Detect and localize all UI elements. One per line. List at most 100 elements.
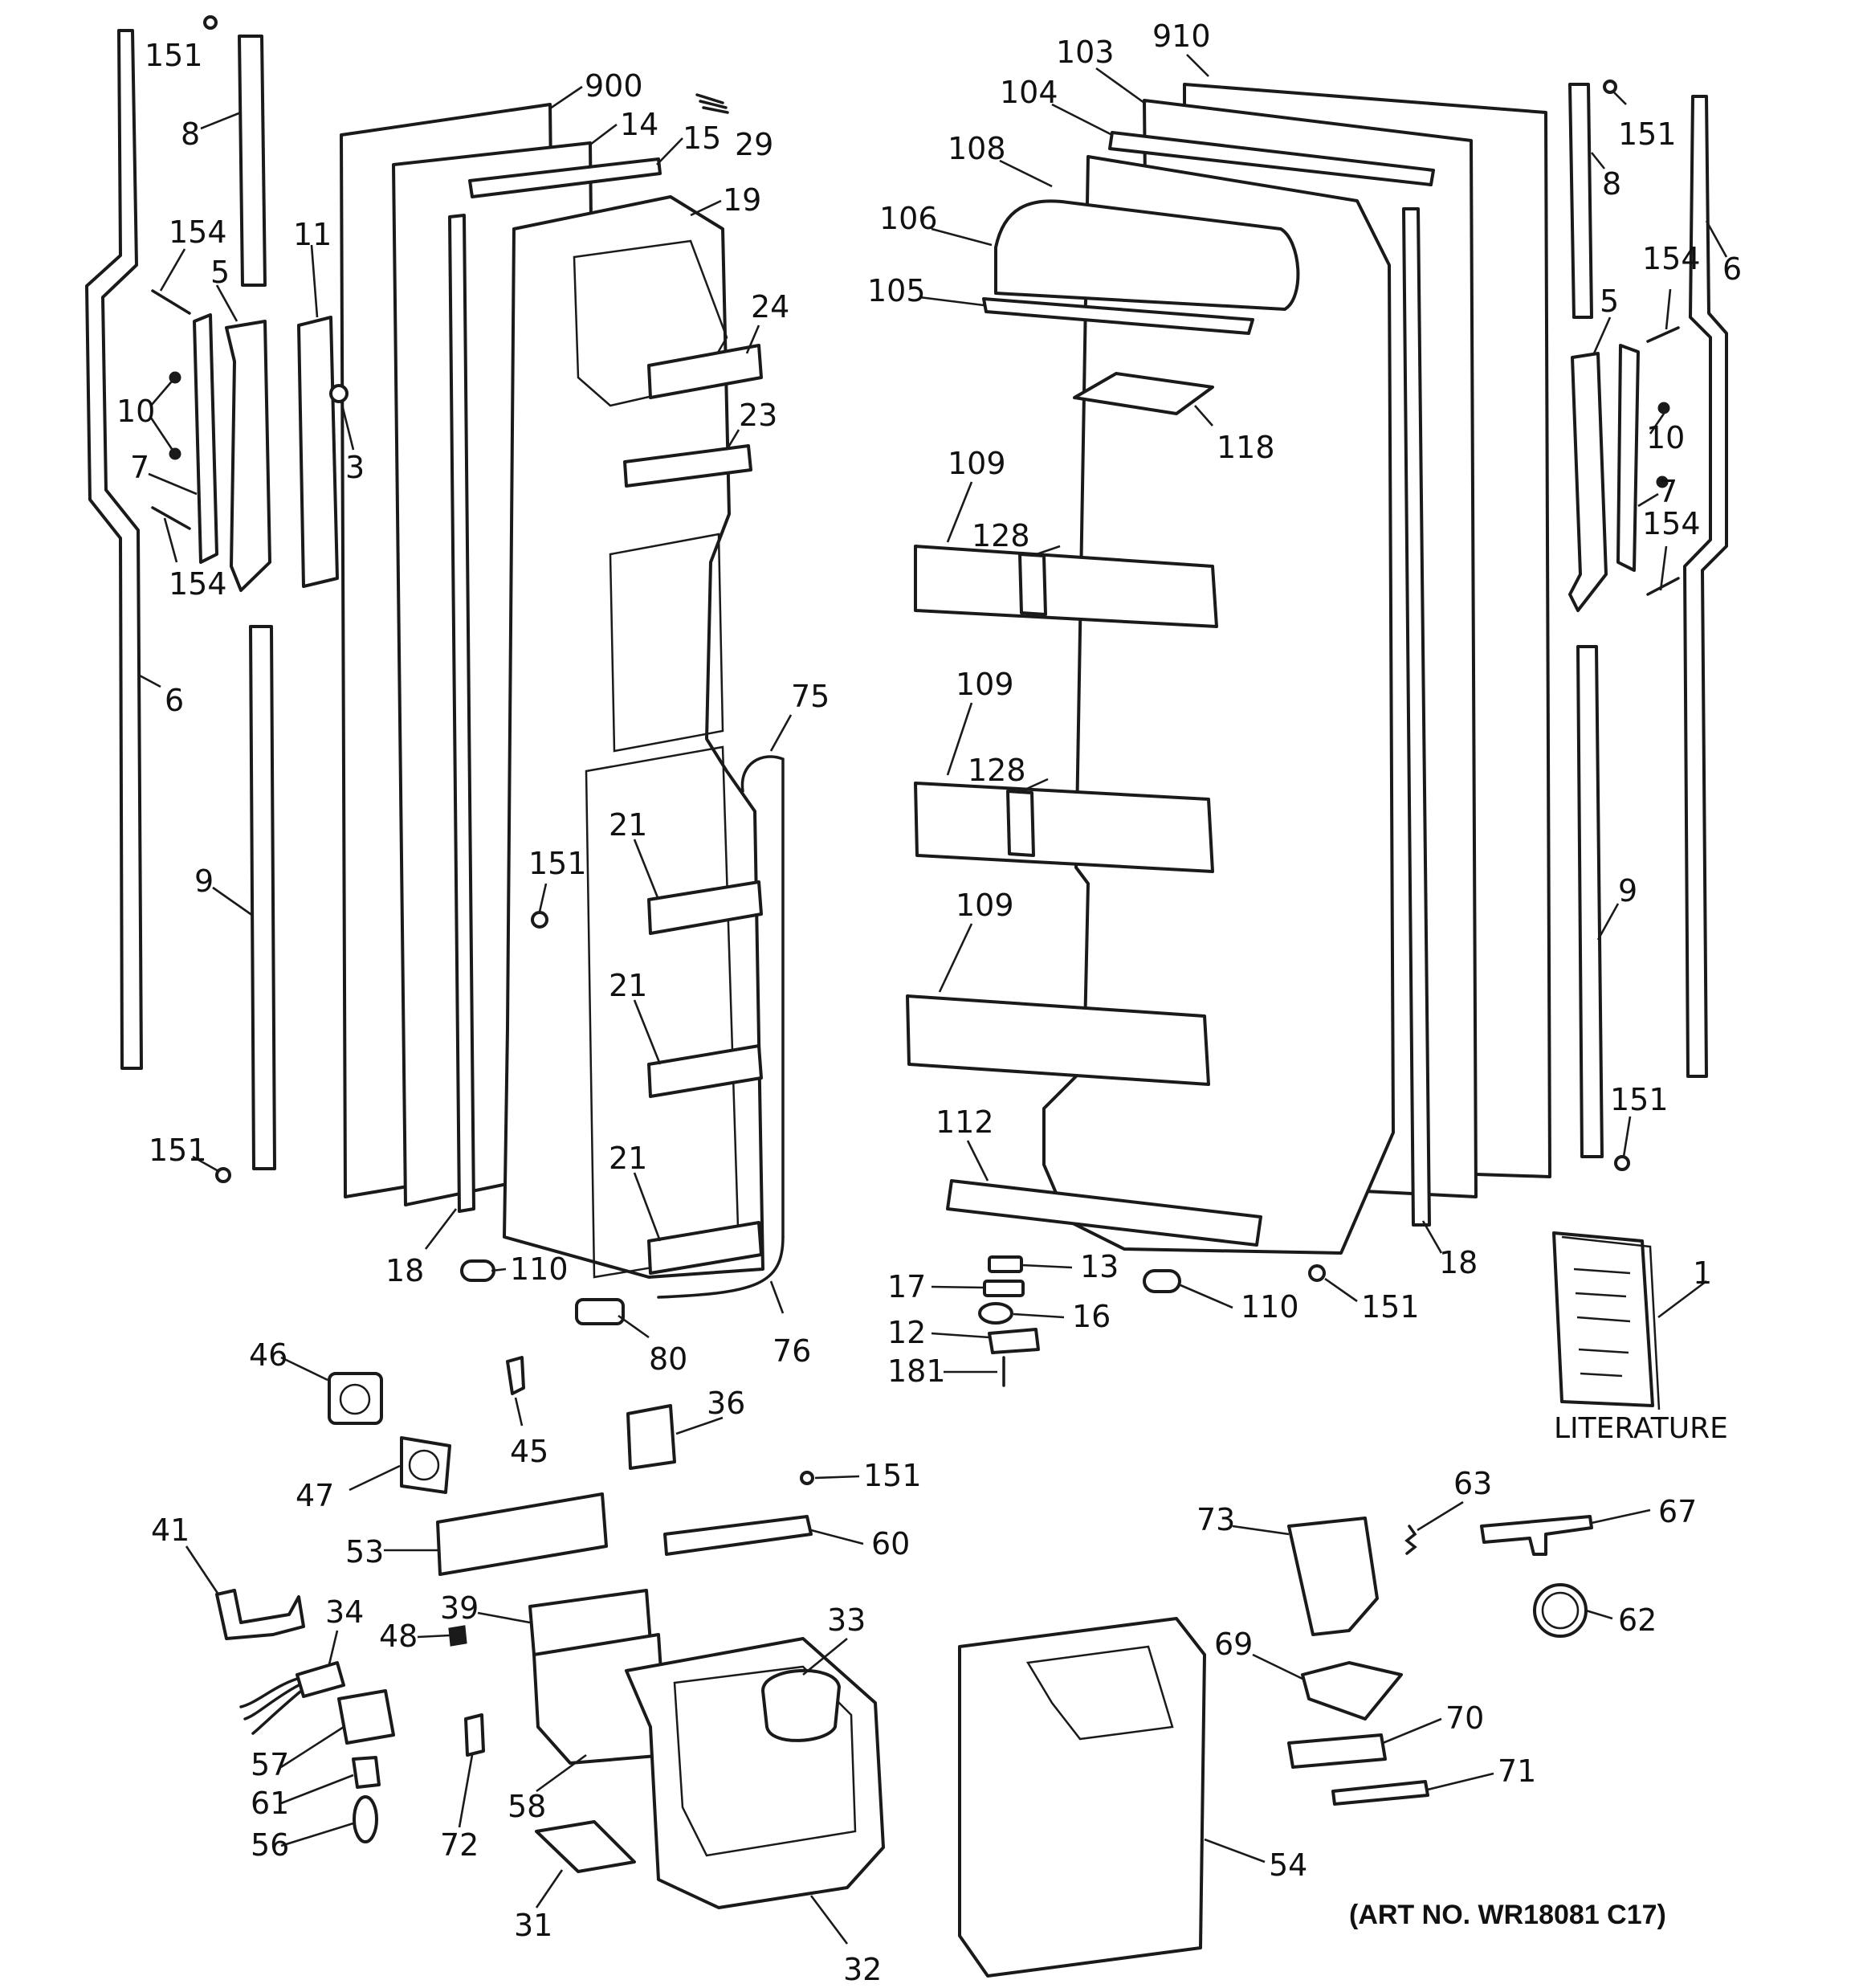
callout-23: 23: [739, 398, 777, 433]
leader-16: [1013, 1312, 1065, 1319]
leader-105: [919, 296, 984, 307]
leader-108: [999, 159, 1053, 188]
callout-67: 67: [1658, 1494, 1697, 1529]
leader-104: [1051, 103, 1113, 137]
callout-21-lower: 21: [609, 1141, 647, 1176]
leader-103: [1095, 67, 1145, 104]
callout-151-mid-right: 151: [1610, 1082, 1669, 1117]
part-128-middle-bin-divider: [1006, 790, 1035, 857]
part-5-right-handle: [1568, 352, 1608, 612]
leader-33: [802, 1637, 848, 1676]
callout-10-left: 10: [116, 394, 155, 429]
callout-39: 39: [440, 1590, 479, 1626]
callout-45: 45: [510, 1434, 548, 1469]
callout-71: 71: [1498, 1753, 1536, 1789]
part-60-dispenser-rail: [663, 1515, 813, 1556]
callout-9-left: 9: [194, 863, 214, 899]
part-71-paddle: [1331, 1780, 1429, 1806]
callout-9-right: 9: [1618, 873, 1637, 908]
callout-24: 24: [751, 289, 789, 325]
callout-151-low-right: 151: [1361, 1289, 1420, 1325]
callout-21-upper: 21: [609, 807, 647, 843]
part-3-plug: [329, 384, 349, 403]
leader-71: [1427, 1772, 1494, 1791]
callout-109-top: 109: [948, 446, 1006, 481]
leader-17: [931, 1285, 985, 1289]
liner-middle-recess: [609, 533, 724, 753]
leader-39: [477, 1611, 531, 1624]
callout-leader-lines: [137, 54, 1728, 1945]
leader-7-left: [148, 472, 198, 496]
callout-33: 33: [827, 1602, 866, 1638]
part-73-ice-chute: [1287, 1517, 1379, 1636]
callout-11: 11: [293, 217, 332, 252]
callout-900: 900: [585, 68, 643, 104]
callout-32: 32: [843, 1952, 882, 1987]
leader-36: [675, 1416, 724, 1435]
part-36-actuator: [626, 1404, 676, 1470]
callout-154-upper-right: 154: [1642, 241, 1701, 276]
callout-73: 73: [1196, 1502, 1235, 1537]
leader-21-upper: [633, 839, 660, 900]
leader-8-left: [200, 111, 242, 130]
part-10-right-lower-fastener: [1656, 476, 1669, 488]
callout-63: 63: [1453, 1466, 1492, 1501]
leader-7-right: [1637, 492, 1659, 508]
callout-18-left: 18: [385, 1253, 424, 1288]
part-29-wire-harness: [695, 93, 729, 114]
part-47-opening: [408, 1449, 440, 1481]
part-118-dairy-tray: [1073, 372, 1214, 415]
part-41-mounting-bracket: [215, 1589, 305, 1640]
callout-3: 3: [345, 450, 365, 485]
part-21-middle-bin-rail: [647, 1044, 763, 1098]
leader-110-left: [491, 1268, 507, 1272]
leader-151-bottom-group: [814, 1475, 860, 1480]
callout-labels: 151 8 900 14 15 29 19 11 154 5 10 7 3 15…: [116, 18, 1742, 1987]
leader-118: [1194, 405, 1213, 427]
leader-45: [514, 1397, 524, 1427]
part-151-fresh-food-screw: [1308, 1264, 1326, 1282]
callout-34: 34: [325, 1594, 364, 1630]
part-31-drip-tray: [535, 1820, 636, 1873]
callout-15: 15: [683, 120, 721, 156]
leader-32: [809, 1895, 849, 1945]
callout-108: 108: [948, 131, 1006, 166]
callout-76: 76: [773, 1333, 811, 1369]
part-15-freezer-top-strip: [468, 157, 662, 198]
callout-53: 53: [345, 1534, 384, 1570]
right-handle-assembly: [1568, 80, 1728, 1171]
part-76-water-tube: [657, 1235, 785, 1299]
part-17-hinge-shim: [983, 1280, 1025, 1297]
callout-5-right: 5: [1600, 284, 1619, 319]
callout-910: 910: [1152, 18, 1211, 54]
part-33-ice-chute-ring: [761, 1668, 841, 1742]
leader-109-bottom: [938, 923, 973, 993]
leader-60: [810, 1529, 864, 1545]
callout-128-top: 128: [972, 518, 1030, 553]
leader-6-left: [137, 673, 161, 688]
part-34-wire-connector: [296, 1661, 345, 1698]
leader-18-left: [424, 1208, 458, 1250]
leader-58: [536, 1753, 587, 1793]
leader-151-low-right: [1324, 1277, 1358, 1303]
housing-recess: [673, 1665, 857, 1857]
callout-62: 62: [1618, 1602, 1657, 1638]
callout-31: 31: [514, 1908, 552, 1943]
part-10-right-upper-fastener: [1657, 402, 1670, 414]
callout-1: 1: [1693, 1255, 1712, 1291]
leader-6-right: [1705, 220, 1728, 258]
callout-36: 36: [707, 1386, 745, 1421]
part-109-bottom-door-bin: [906, 994, 1210, 1086]
callout-56: 56: [251, 1827, 289, 1863]
leader-62: [1585, 1609, 1613, 1620]
part-9-right-lower-rail: [1576, 645, 1604, 1158]
part-8-right-top-rail: [1568, 83, 1593, 319]
callout-128-middle: 128: [968, 753, 1026, 788]
part-154-right-lower-screw: [1646, 577, 1680, 596]
callout-57: 57: [251, 1747, 289, 1782]
leader-80: [618, 1314, 650, 1339]
callout-61: 61: [251, 1786, 289, 1821]
part-11-switch-bracket: [297, 316, 339, 588]
leader-56: [280, 1822, 354, 1847]
